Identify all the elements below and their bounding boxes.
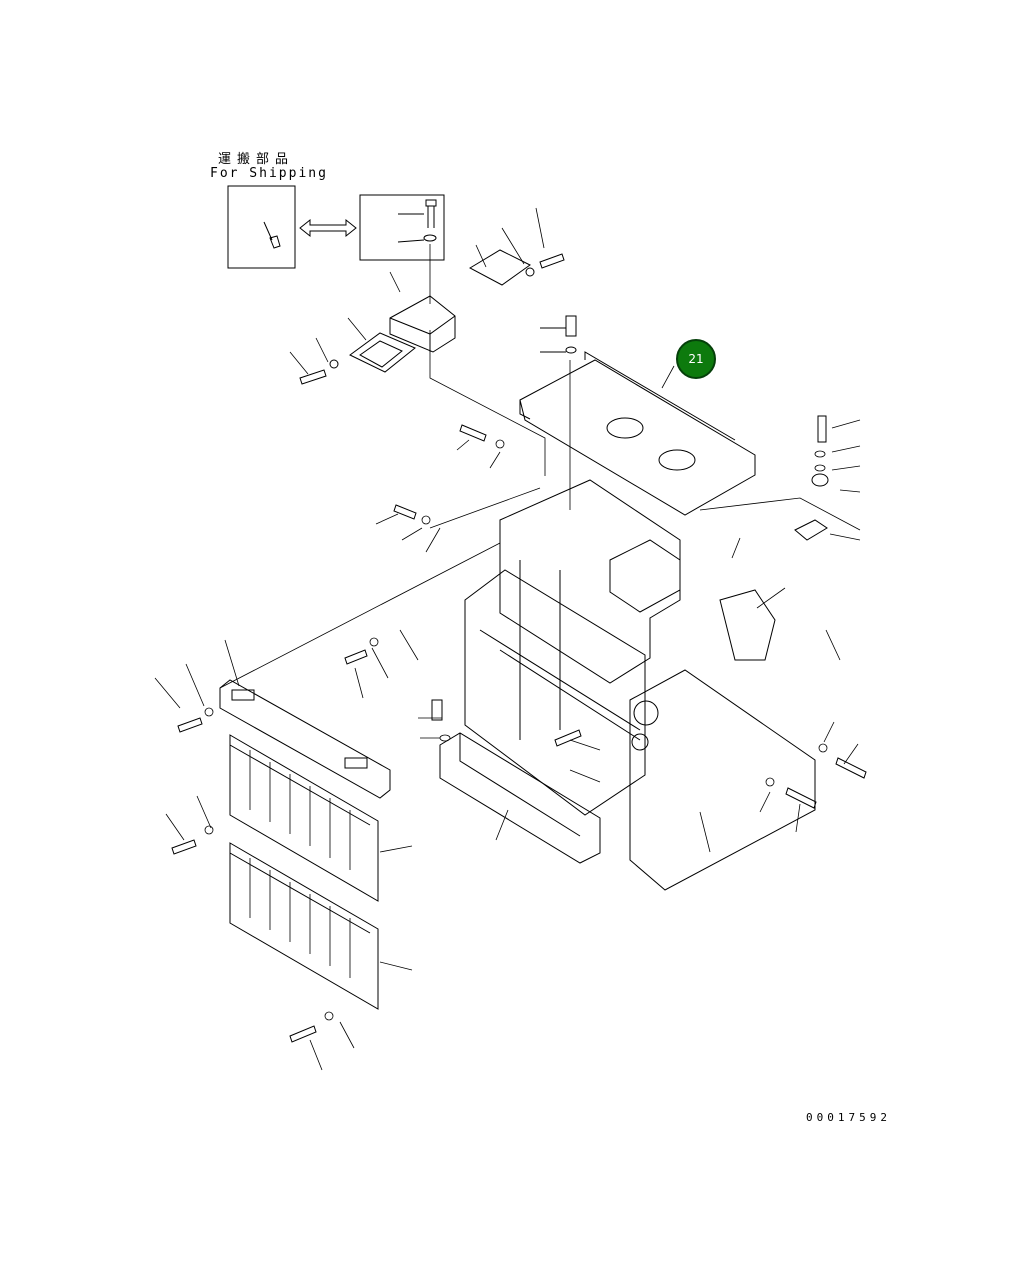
upper-bracket-group <box>289 207 565 385</box>
shipping-inset <box>227 185 546 476</box>
main-frame <box>464 479 816 891</box>
grille-assembly <box>219 679 391 1010</box>
fasteners <box>171 415 867 1043</box>
leader-lines <box>154 419 861 1071</box>
drawing-number: 00017592 <box>806 1111 891 1124</box>
shipping-label-japanese: 運搬部品 <box>218 152 295 167</box>
shipping-label-english: For Shipping <box>210 166 328 181</box>
lower-channel <box>439 732 601 864</box>
swap-arrow <box>299 218 357 238</box>
callout-badge[interactable]: 21 <box>676 339 716 379</box>
top-cover-part <box>519 315 756 516</box>
